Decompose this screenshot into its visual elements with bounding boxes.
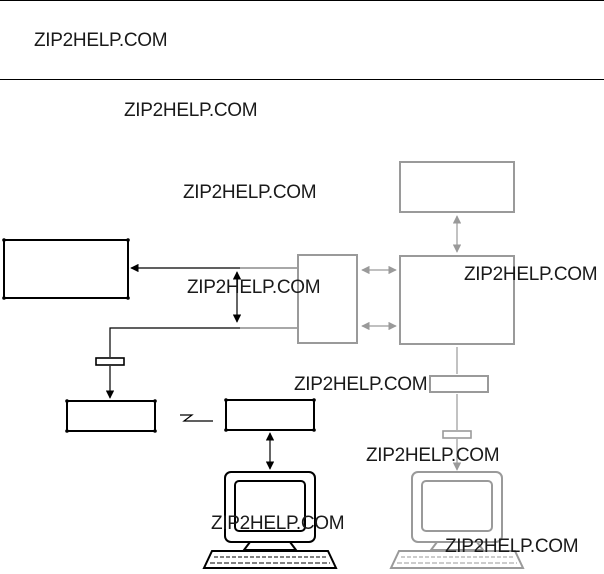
modem-link (180, 414, 213, 422)
controller-block (297, 254, 358, 344)
watermark: ZIP2HELP.COM (445, 536, 579, 557)
bus-links (240, 215, 462, 471)
watermark: ZIP2HELP.COM (366, 445, 500, 466)
computer-terminal-icon (202, 471, 338, 569)
watermark: ZIP2HELP.COM (464, 264, 598, 285)
watermark: ZIP2HELP.COM (183, 182, 317, 203)
remote-terminal-block (224, 398, 316, 432)
watermark: ZIP2HELP.COM (187, 277, 321, 298)
watermark: ZIP2HELP.COM (294, 374, 428, 395)
upper-right-block (399, 161, 515, 213)
header-rule (0, 79, 604, 80)
top-rule (0, 0, 604, 1)
watermark: ZIP2HELP.COM (211, 513, 345, 534)
watermark: ZIP2HELP.COM (124, 100, 258, 121)
interface-bar (429, 375, 489, 393)
connector-black (95, 357, 125, 366)
local-terminal-block (65, 399, 157, 433)
watermark: ZIP2HELP.COM (34, 30, 168, 51)
host-block (2, 238, 130, 300)
processor-block (399, 255, 515, 345)
computer-terminal-icon (389, 471, 525, 569)
connector-gray (442, 430, 472, 439)
